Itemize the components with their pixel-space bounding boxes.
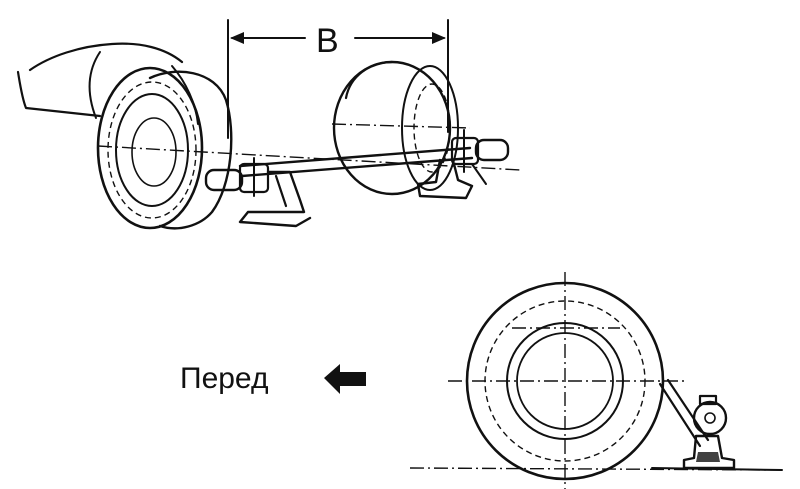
arrow-left-icon [324,364,366,394]
near-wheel [96,66,233,230]
dimension-arrowhead-left [230,32,244,44]
far-wheel [332,60,459,196]
toe-gauge-left [204,157,312,228]
front-label: Перед [180,362,268,395]
dimension-label-b: B [316,22,339,60]
front-direction-indicator: Перед [180,362,366,395]
ground-line [409,467,783,471]
wheel-axis-center-line-near [97,145,521,171]
dimension-b: B [227,19,449,139]
wheel-axis-center-line-far [331,123,471,129]
axle-toe-measurement-view: B [16,19,521,230]
car-body-outline [16,42,199,125]
gauge-stand-side [658,378,736,470]
dimension-arrowhead-right [432,32,446,44]
toe-gauge-right [416,129,510,200]
wheel-side-view [409,272,783,489]
